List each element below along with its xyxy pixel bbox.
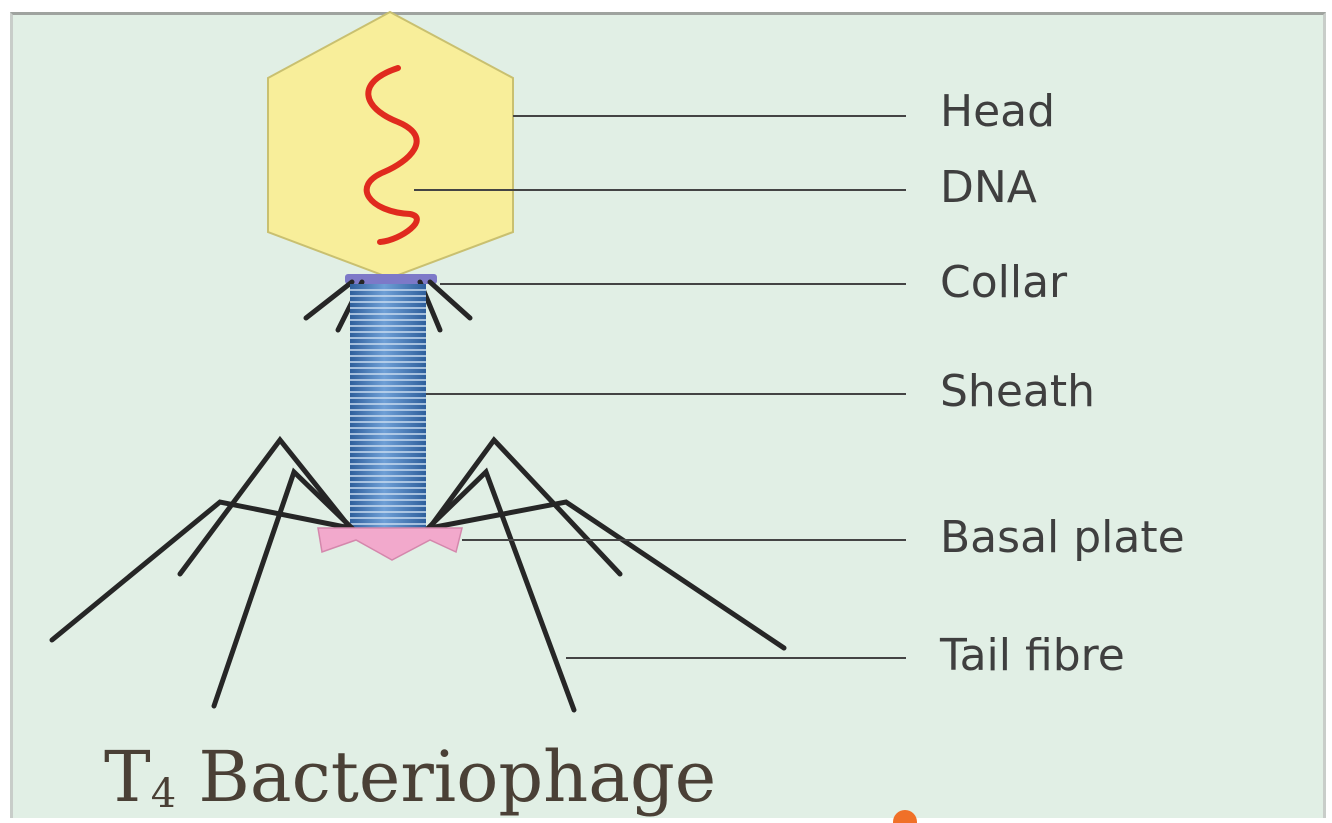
sheath bbox=[350, 284, 426, 530]
label-tail-fibre: Tail fibre bbox=[940, 634, 1125, 678]
label-sheath: Sheath bbox=[940, 370, 1095, 414]
basal-plate bbox=[318, 528, 462, 560]
label-collar: Collar bbox=[940, 261, 1067, 305]
label-basal-plate: Basal plate bbox=[940, 516, 1185, 560]
title-subscript: 4 bbox=[151, 771, 176, 817]
label-head: Head bbox=[940, 90, 1055, 134]
diagram-title: T4 Bacteriophage bbox=[104, 742, 716, 814]
label-dna: DNA bbox=[940, 166, 1037, 210]
title-main: T bbox=[104, 736, 151, 818]
collar bbox=[345, 274, 437, 284]
title-rest: Bacteriophage bbox=[176, 736, 716, 818]
